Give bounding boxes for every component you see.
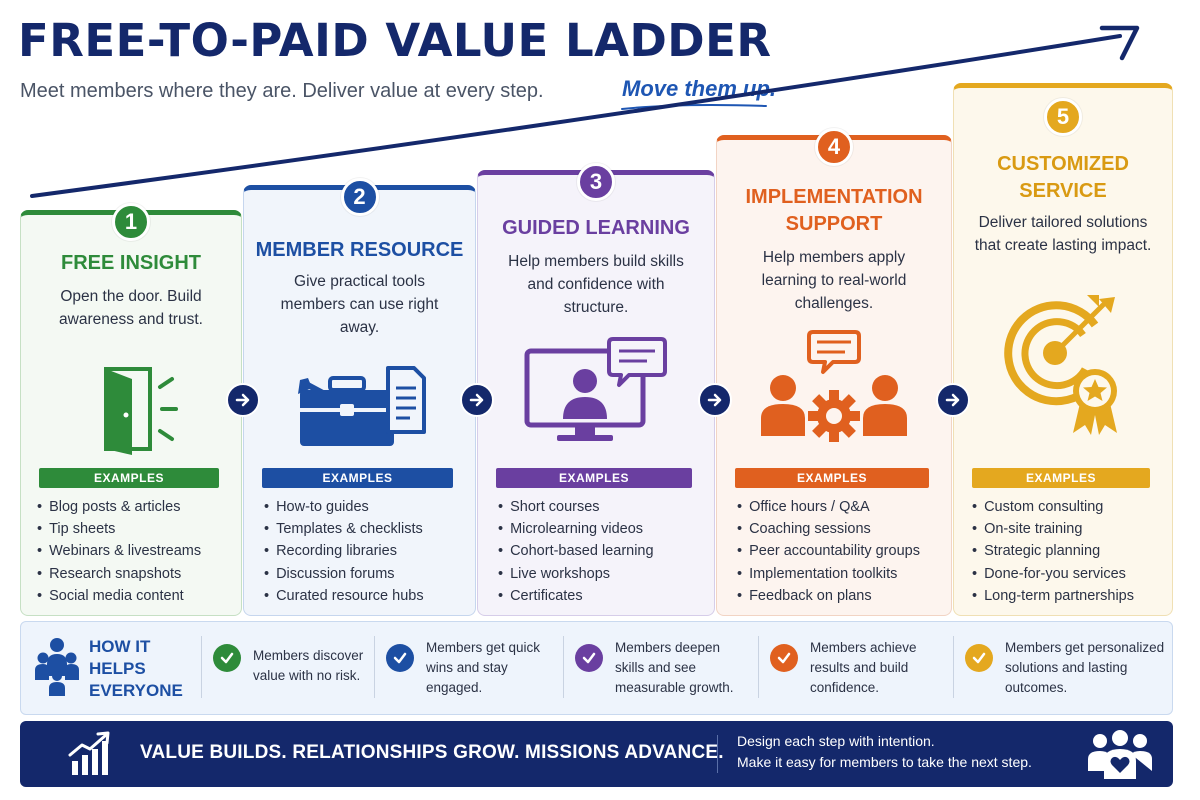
step-5-examples-list: Custom consulting On-site training Strat… — [972, 496, 1166, 607]
list-item: Short courses — [498, 496, 708, 518]
step-4-examples-list: Office hours / Q&A Coaching sessions Pee… — [737, 496, 945, 607]
list-item: How-to guides — [264, 496, 469, 518]
step-1-examples-label: EXAMPLES — [39, 468, 219, 488]
step-1-title: FREE INSIGHT — [60, 252, 201, 274]
growth-chart-icon — [68, 731, 110, 775]
collaboration-gear-icon — [761, 330, 907, 442]
people-group-icon — [35, 638, 79, 696]
step-4-examples-label: EXAMPLES — [735, 468, 929, 488]
footer-banner: VALUE BUILDS. RELATIONSHIPS GROW. MISSIO… — [20, 721, 1173, 787]
step-5-title: CUSTOMIZED SERVICE — [997, 153, 1129, 202]
list-item: Webinars & livestreams — [37, 540, 235, 562]
benefits-panel: HOW IT HELPS EVERYONE Members discover v… — [20, 621, 1173, 715]
divider — [201, 636, 202, 698]
list-item: Feedback on plans — [737, 585, 945, 607]
list-item: Blog posts & articles — [37, 496, 235, 518]
list-item: Curated resource hubs — [264, 585, 469, 607]
benefit-item-5: Members get personalized solutions and l… — [965, 638, 1170, 700]
how-it-helps-heading: HOW IT HELPS EVERYONE — [89, 637, 183, 700]
step-2-examples-list: How-to guides Templates & checklists Rec… — [264, 496, 469, 607]
check-icon — [213, 644, 241, 672]
step-3-examples-list: Short courses Microlearning videos Cohor… — [498, 496, 708, 607]
footer-headline: VALUE BUILDS. RELATIONSHIPS GROW. MISSIO… — [140, 742, 724, 763]
step-1-description: Open the door. Build awareness and trust… — [59, 288, 203, 328]
list-item: Strategic planning — [972, 540, 1166, 562]
community-heart-icon — [1088, 730, 1152, 779]
check-icon — [770, 644, 798, 672]
divider — [563, 636, 564, 698]
step-1-number: 1 — [112, 203, 150, 241]
list-item: Long-term partnerships — [972, 585, 1166, 607]
list-item: Templates & checklists — [264, 518, 469, 540]
list-item: Social media content — [37, 585, 235, 607]
list-item: Certificates — [498, 585, 708, 607]
divider — [758, 636, 759, 698]
step-4-title: IMPLEMENTATION SUPPORT — [745, 186, 923, 235]
page-subtitle: Meet members where they are. Deliver val… — [20, 80, 544, 102]
list-item: Custom consulting — [972, 496, 1166, 518]
list-item: Microlearning videos — [498, 518, 708, 540]
step-2-title: MEMBER RESOURCE — [255, 239, 464, 261]
step-2-description: Give practical tools members can use rig… — [280, 273, 439, 336]
benefit-item-2: Members get quick wins and stay engaged. — [386, 638, 566, 700]
list-item: Implementation toolkits — [737, 563, 945, 585]
list-item: Research snapshots — [37, 563, 235, 585]
step-5-card: 5 CUSTOMIZED SERVICE Deliver tailored so… — [953, 83, 1173, 616]
divider — [953, 636, 954, 698]
page-title: FREE-TO-PAID VALUE LADDER — [18, 14, 772, 67]
step-2-examples-label: EXAMPLES — [262, 468, 453, 488]
divider — [374, 636, 375, 698]
list-item: Tip sheets — [37, 518, 235, 540]
step-3-examples-label: EXAMPLES — [496, 468, 692, 488]
benefit-text: Members discover value with no risk. — [253, 648, 364, 683]
connector-arrow-icon — [460, 383, 494, 417]
list-item: Coaching sessions — [737, 518, 945, 540]
step-5-number: 5 — [1044, 98, 1082, 136]
connector-arrow-icon — [936, 383, 970, 417]
list-item: On-site training — [972, 518, 1166, 540]
benefit-text: Members get quick wins and stay engaged. — [426, 640, 541, 695]
benefit-item-3: Members deepen skills and see measurable… — [575, 638, 755, 700]
list-item: Office hours / Q&A — [737, 496, 945, 518]
footer-line-1: Design each step with intention. — [737, 733, 935, 749]
rising-arrow-icon — [30, 25, 1140, 198]
step-5-description: Deliver tailored solutions that create l… — [974, 214, 1152, 254]
step-3-title: GUIDED LEARNING — [502, 217, 690, 239]
step-4-number: 4 — [815, 128, 853, 166]
step-3-card: 3 GUIDED LEARNING Help members build ski… — [477, 163, 715, 616]
toolbox-icon — [297, 366, 426, 446]
step-1-examples-list: Blog posts & articles Tip sheets Webinar… — [37, 496, 235, 607]
tagline: Move them up. — [622, 76, 777, 101]
list-item: Discussion forums — [264, 563, 469, 585]
step-4-card: 4 IMPLEMENTATION SUPPORT Help members ap… — [716, 128, 952, 616]
benefit-text: Members deepen skills and see measurable… — [615, 640, 734, 695]
connector-arrow-icon — [698, 383, 732, 417]
benefit-item-1: Members discover value with no risk. — [213, 638, 373, 700]
check-icon — [575, 644, 603, 672]
step-2-card: 2 MEMBER RESOURCE Give practical tools m… — [243, 178, 476, 616]
benefit-text: Members get personalized solutions and l… — [1005, 640, 1165, 695]
step-4-description: Help members apply learning to real-worl… — [761, 249, 907, 312]
open-door-icon — [104, 367, 178, 455]
check-icon — [386, 644, 414, 672]
list-item: Recording libraries — [264, 540, 469, 562]
benefit-text: Members achieve results and build confid… — [810, 640, 917, 695]
list-item: Live workshops — [498, 563, 708, 585]
check-icon — [965, 644, 993, 672]
divider — [717, 735, 718, 773]
list-item: Done-for-you services — [972, 563, 1166, 585]
step-2-number: 2 — [340, 178, 379, 216]
footer-line-2: Make it easy for members to take the nex… — [737, 754, 1032, 770]
benefit-item-4: Members achieve results and build confid… — [770, 638, 950, 700]
step-3-number: 3 — [577, 163, 615, 201]
list-item: Peer accountability groups — [737, 540, 945, 562]
list-item: Cohort-based learning — [498, 540, 708, 562]
step-3-description: Help members build skills and confidence… — [508, 253, 684, 316]
target-award-icon — [1004, 295, 1117, 435]
step-1-card: 1 FREE INSIGHT Open the door. Build awar… — [20, 203, 242, 616]
step-5-examples-label: EXAMPLES — [972, 468, 1150, 488]
connector-arrow-icon — [226, 383, 260, 417]
online-learning-icon — [524, 337, 667, 441]
